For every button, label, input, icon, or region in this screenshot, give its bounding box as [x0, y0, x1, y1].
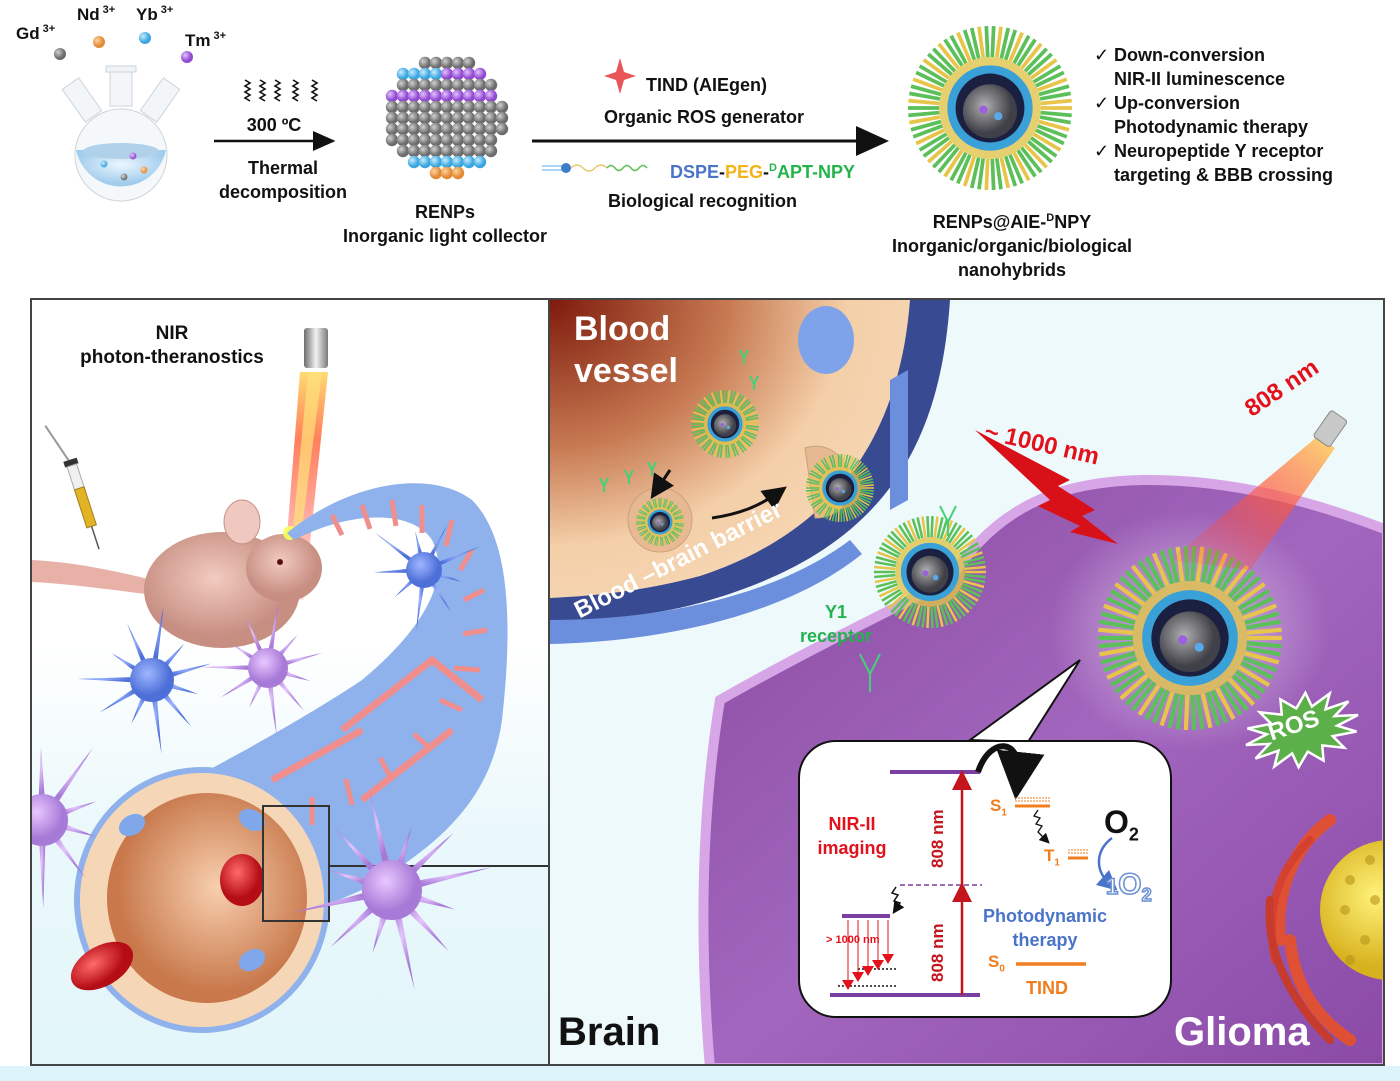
intersystem-crossing-arrow: [1032, 809, 1050, 844]
ion-gd-dot: [54, 48, 66, 60]
emission-arrows: [847, 920, 889, 982]
ros-burst-icon: [1245, 690, 1359, 770]
scheme-graphics: [54, 25, 1072, 202]
nanohybrid-particle-icon: [908, 25, 1072, 191]
thermal-label: Thermal decomposition: [218, 158, 347, 202]
biological-recognition-label: Biological recognition: [608, 191, 798, 211]
ion-tm-dot: [181, 51, 193, 63]
astrocyte-purple: [200, 600, 322, 736]
nanohybrid-product-label: RENPs@AIE-DNPY Inorganic/organic/biologi…: [891, 212, 1133, 280]
astrocyte-blue: [373, 525, 481, 631]
excitation-label-upper: 808 nm: [928, 809, 947, 868]
feature-item: ✓Up-conversion: [1094, 93, 1241, 113]
in-vivo-illustration: [32, 328, 548, 1033]
tind-level-label: TIND: [1026, 978, 1068, 998]
nir-imaging-label: NIR-II imaging: [817, 814, 887, 858]
laser-beam-808: [1170, 436, 1335, 570]
ion-yb-dot: [139, 32, 151, 44]
s0-label: S0: [988, 952, 1005, 975]
renp-nanoparticle-icon: [385, 56, 509, 180]
ros-generator-label: Organic ROS generator: [604, 107, 805, 127]
tind-label: TIND (AIEgen): [646, 75, 767, 95]
astrocyte-purple: [32, 747, 97, 909]
pdt-label: Photodynamic therapy: [982, 906, 1107, 950]
thermal-condition: 300 ºC: [246, 115, 302, 135]
syringe-icon: [44, 425, 100, 550]
energy-level-graphics: [830, 743, 1118, 997]
feature-list: ✓Down-conversion NIR-II luminescence ✓Up…: [1094, 45, 1334, 185]
y1-receptor-label: Y1 receptor: [799, 602, 873, 646]
check-icon: ✓: [1094, 141, 1110, 161]
red-blood-cell: [70, 941, 134, 991]
y1-receptor-icons: [599, 349, 957, 692]
nir-theranostics-title: NIR photon-theranostics: [80, 323, 264, 368]
nanohybrid-particle: [636, 497, 684, 547]
check-icon: ✓: [1094, 93, 1110, 113]
blood-vessel-label: Blood vessel: [574, 310, 678, 390]
t1-label: T1: [1044, 846, 1060, 869]
endoplasmic-reticulum-illustration: [1265, 814, 1356, 1046]
blood-brain-barrier: [550, 540, 862, 644]
singlet-oxygen-label: 1O2: [1105, 867, 1152, 906]
astrocyte-blue: [77, 606, 212, 755]
nir-emission-lightning-icon: [975, 430, 1118, 544]
brain-label: Brain: [558, 1010, 661, 1054]
nanohybrid-particle: [1098, 545, 1282, 731]
laser-head-icon: [304, 328, 328, 368]
tind-star-icon: [604, 58, 636, 94]
nanohybrid-particle: [874, 515, 986, 629]
energy-level-diagram: NIR-II imaging 808 nm 808 nm > 1000 nm S…: [798, 740, 1172, 1018]
emission-label: > 1000 nm: [826, 934, 880, 946]
zoom-region-box: [262, 805, 330, 922]
blood-vessel-illustration: [70, 483, 548, 1033]
endocytosis-arrow: [650, 469, 674, 499]
in-vivo-panel: NIR photon-theranostics: [30, 298, 550, 1066]
glioma-label: Glioma: [1174, 1010, 1310, 1054]
mouse-illustration: [32, 499, 322, 648]
red-blood-cell: [220, 854, 264, 906]
nanohybrid-particle: [806, 453, 874, 523]
nonradiative-decay-arrow: [890, 886, 905, 914]
renps-product-label: RENPs Inorganic light collector: [342, 202, 548, 246]
dspe-peg-lipid-icon: [542, 163, 648, 173]
heat-waves-icon: [243, 79, 319, 102]
excitation-label-lower: 808 nm: [928, 923, 947, 982]
bottom-band: [0, 1066, 1400, 1081]
energy-transfer-arrow: [975, 743, 1045, 800]
ion-nd-dot: [93, 36, 105, 48]
laser-head-icon: [1313, 410, 1347, 447]
nanohybrid-particle: [691, 389, 759, 459]
three-neck-flask-icon: [61, 65, 181, 202]
feature-item: ✓Neuropeptide Y receptor: [1094, 141, 1324, 161]
s1-label: S1: [990, 796, 1007, 819]
astrocyte-purple: [292, 790, 492, 990]
check-icon: ✓: [1094, 45, 1110, 65]
nucleus-illustration: [1320, 840, 1383, 980]
exocytosis-arrow: [711, 486, 787, 520]
dspe-peg-label: DSPE-PEG-DAPT-NPY: [670, 162, 856, 182]
oxygen-label: O2: [1104, 804, 1139, 845]
singlet-oxygen-arrow: [1095, 837, 1118, 891]
feature-item: ✓Down-conversion: [1094, 45, 1266, 65]
